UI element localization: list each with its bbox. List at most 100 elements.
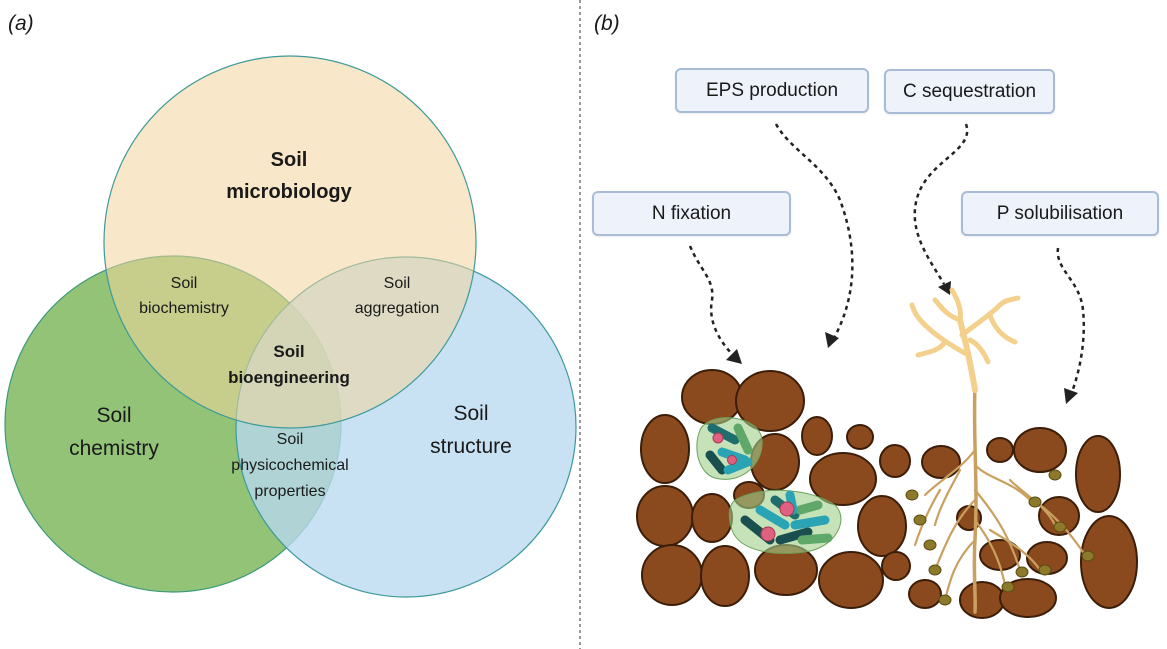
shoot-branch — [987, 312, 1018, 345]
shoot-stem — [957, 317, 978, 393]
soil-particle — [681, 369, 743, 425]
bacterium — [733, 423, 753, 455]
root-nodule — [905, 489, 919, 501]
panel-label-a: (a) — [8, 12, 34, 35]
soil-particle — [846, 424, 874, 450]
root-branch — [943, 538, 977, 602]
root-nodule — [1001, 581, 1015, 593]
venn-label-left-2: chemistry — [69, 437, 159, 460]
arrowhead-p-solubilisation — [1064, 388, 1078, 404]
soil-particle — [979, 539, 1021, 571]
venn-label-tl-2: biochemistry — [139, 300, 229, 317]
venn-label-right-2: structure — [430, 435, 512, 458]
venn-label-tl-1: Soil — [171, 275, 198, 292]
soil-particle — [1075, 435, 1121, 513]
root-nodule — [1048, 469, 1062, 481]
coccus — [712, 432, 724, 444]
root-nodule — [938, 594, 952, 606]
root-branch — [923, 448, 977, 497]
root-nodule — [1038, 564, 1052, 576]
soil-particle — [641, 544, 703, 606]
soil-particle — [691, 493, 733, 543]
shoot-branch — [967, 337, 991, 365]
soil-particle — [921, 445, 961, 479]
root-branch — [973, 463, 1032, 502]
bacterium — [707, 423, 740, 445]
coccus — [727, 455, 737, 465]
arrowheads — [726, 281, 1078, 404]
venn-label-bottom-3: properties — [254, 483, 325, 500]
bacterium — [723, 457, 753, 475]
process-arrows — [688, 123, 1086, 393]
c-sequestration-box: C sequestration — [884, 69, 1055, 114]
soil-particle — [1038, 496, 1080, 536]
root-nodule — [1015, 566, 1029, 578]
root-nodule — [1028, 496, 1042, 508]
venn-label-right-1: Soil — [453, 402, 488, 425]
root-branch — [973, 488, 1022, 572]
soil-particle — [959, 581, 1005, 619]
bacterium — [755, 505, 790, 530]
root-branch — [1038, 503, 1087, 557]
soil-particle — [809, 452, 877, 506]
cocci — [712, 432, 795, 542]
venn-label-top-2: microbiology — [226, 181, 352, 203]
root-nodule — [913, 514, 927, 526]
root-branch — [973, 518, 1007, 587]
coccus — [779, 501, 795, 517]
coccus — [760, 526, 776, 542]
shoot-branch — [997, 295, 1021, 308]
venn-label-center-1: Soil — [273, 342, 304, 361]
root-nodule — [928, 564, 942, 576]
root-nodules — [905, 469, 1095, 606]
venn-label-tr-1: Soil — [384, 275, 411, 292]
shoot-branch — [915, 339, 948, 358]
soil-aggregates — [636, 369, 1138, 619]
venn-label-bottom-2: physicochemical — [231, 457, 348, 474]
soil-particle — [1013, 427, 1067, 473]
soil-particle — [908, 579, 942, 609]
soil-particle — [881, 551, 911, 581]
arrow-c-sequestration — [913, 123, 969, 285]
shoot-branch — [932, 297, 963, 323]
root-nodule — [1053, 521, 1067, 533]
venn-label-center-2: bioengineering — [228, 368, 350, 387]
arrowhead-n-fixation — [726, 349, 742, 364]
root-main — [972, 383, 978, 614]
venn-diagram: Soil microbiology Soil chemistry Soil st… — [4, 55, 577, 598]
bacterium — [705, 450, 727, 475]
shoot-branch — [959, 302, 1003, 338]
eps-production-box: EPS production — [675, 68, 869, 113]
soil-particle — [1080, 515, 1138, 609]
venn-label-top-1: Soil — [271, 149, 308, 171]
venn-circle-microbiology — [103, 55, 477, 429]
bacterium — [790, 515, 830, 530]
soil-particle — [640, 414, 690, 484]
root-branch — [933, 468, 962, 527]
bacterium — [797, 533, 833, 545]
soil-particle — [801, 416, 833, 456]
p-solubilisation-box: P solubilisation — [961, 191, 1159, 236]
soil-particle — [818, 551, 884, 609]
arrow-n-fixation — [688, 245, 735, 357]
soil-particle — [636, 485, 694, 547]
arrowhead-eps-production — [825, 332, 839, 348]
root-nodule — [923, 539, 937, 551]
root-nodule — [1081, 550, 1095, 562]
soil-particle — [879, 444, 911, 478]
venn-label-bottom-1: Soil — [277, 431, 304, 448]
plant-roots — [913, 383, 1087, 614]
venn-label-left-1: Soil — [96, 404, 131, 427]
shoot-branch — [949, 287, 963, 323]
soil-particle — [735, 370, 805, 432]
arrow-p-solubilisation — [1056, 247, 1086, 393]
shoot-branch — [909, 302, 928, 328]
arrowhead-c-sequestration — [938, 281, 951, 295]
venn-label-tr-2: aggregation — [355, 300, 440, 317]
n-fixation-box: N fixation — [592, 191, 791, 236]
bacterium — [795, 500, 823, 515]
soil-particle — [857, 495, 907, 557]
soil-particle — [700, 545, 750, 607]
root-branch — [988, 528, 1042, 572]
